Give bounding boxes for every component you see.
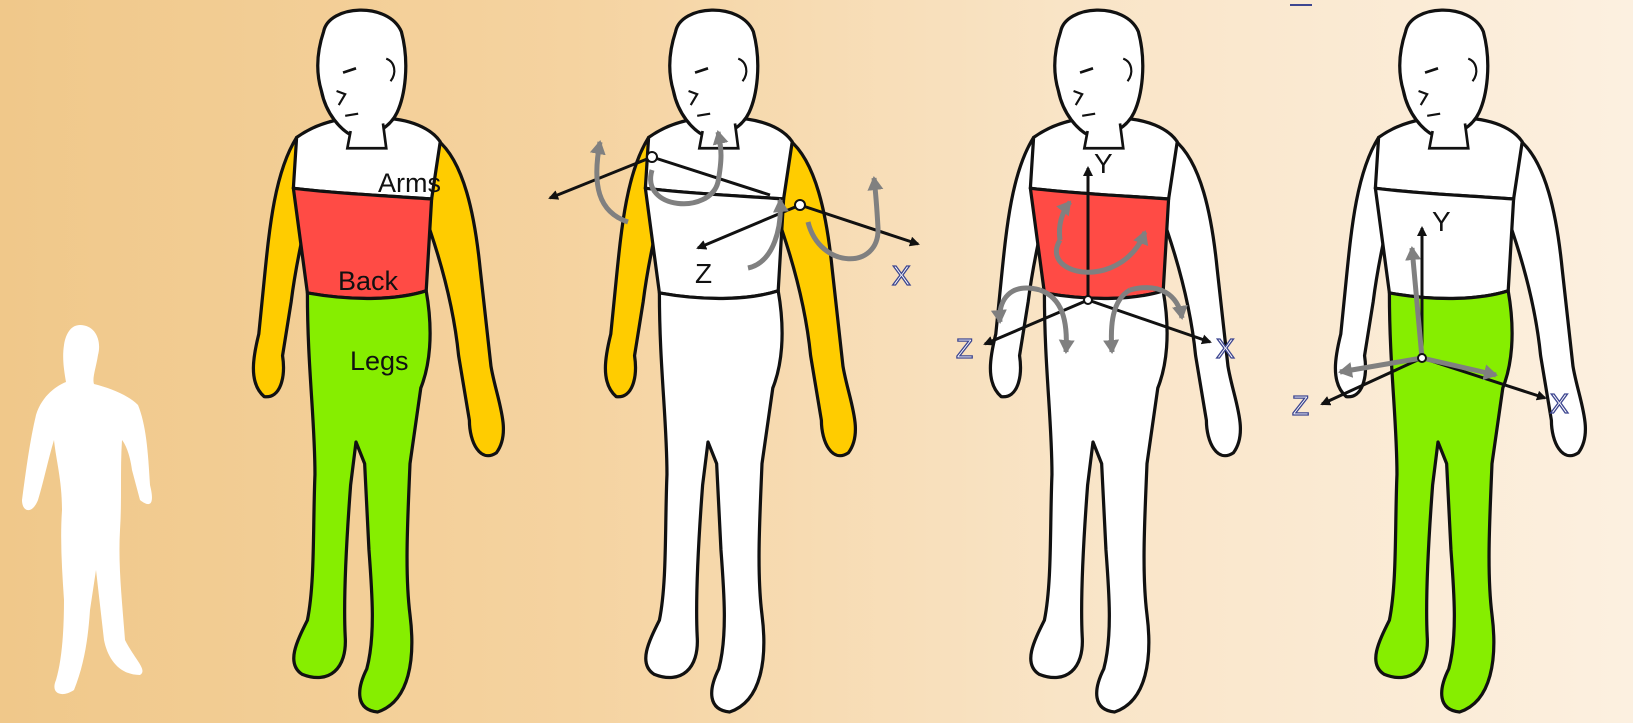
figure-back bbox=[990, 10, 1240, 712]
fig4-y-label: Y bbox=[1432, 208, 1451, 236]
label-arms: Arms bbox=[378, 170, 441, 197]
fig3-y-label: Y bbox=[1094, 150, 1113, 178]
silhouette-figure bbox=[22, 325, 152, 694]
label-legs: Legs bbox=[350, 348, 409, 375]
fig4-body bbox=[1335, 10, 1585, 712]
fig4-x-label: X bbox=[1550, 390, 1569, 418]
figure-legs bbox=[1335, 10, 1585, 712]
label-back: Back bbox=[338, 268, 398, 295]
fig3-body bbox=[990, 10, 1240, 712]
figure-shoulders bbox=[605, 10, 855, 712]
fig2-z-label: Z bbox=[695, 260, 712, 288]
fig3-z-label: Z bbox=[956, 335, 973, 363]
fig2-body bbox=[605, 10, 855, 712]
fig3-x-label: X bbox=[1216, 335, 1235, 363]
fig2-x-label: X bbox=[892, 262, 911, 290]
fig4-z-label: Z bbox=[1292, 392, 1309, 420]
